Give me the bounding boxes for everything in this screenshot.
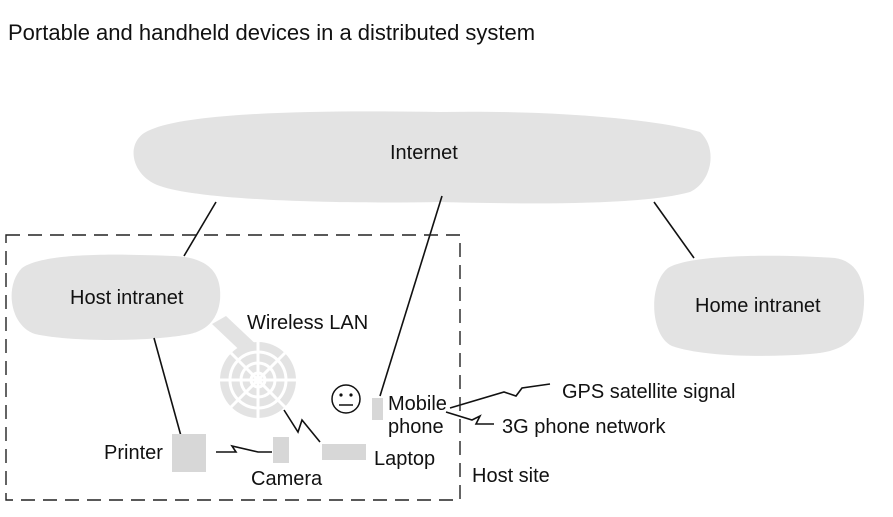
home-intranet-cloud — [654, 255, 865, 356]
laptop-label: Laptop — [374, 448, 435, 470]
internet-label: Internet — [390, 142, 458, 164]
printer-device — [172, 434, 206, 472]
internet-cloud — [133, 111, 711, 204]
host-site-boundary — [5, 234, 461, 501]
wireless-link-hub-laptop — [283, 409, 321, 443]
laptop-device — [322, 444, 366, 460]
phone-network-line — [445, 411, 494, 425]
wireless-link-printer-camera — [216, 444, 272, 453]
gps-label: GPS satellite signal — [562, 381, 735, 403]
wireless-lan-label: Wireless LAN — [247, 312, 368, 334]
mobile-phone-label-line2: phone — [388, 416, 444, 438]
smiley-face-icon — [331, 384, 361, 414]
home-intranet-label: Home intranet — [695, 295, 821, 317]
camera-label: Camera — [251, 468, 323, 490]
host-intranet-label: Host intranet — [70, 287, 184, 309]
diagram-title: Portable and handheld devices in a distr… — [8, 20, 535, 45]
phone-network-label: 3G phone network — [502, 416, 666, 438]
host-intranet-cloud — [11, 254, 221, 340]
printer-label: Printer — [104, 442, 163, 464]
link-internet-host — [183, 201, 217, 257]
link-internet-home — [653, 201, 695, 259]
link-host-printer — [153, 337, 182, 437]
mobile-phone-device — [372, 398, 383, 420]
mobile-phone-label-line1: Mobile — [388, 393, 447, 415]
gps-signal-line — [449, 383, 551, 409]
wireless-hub-icon — [220, 342, 296, 418]
camera-device — [273, 437, 289, 463]
host-site-label: Host site — [472, 465, 550, 487]
link-internet-mobile — [379, 195, 443, 397]
